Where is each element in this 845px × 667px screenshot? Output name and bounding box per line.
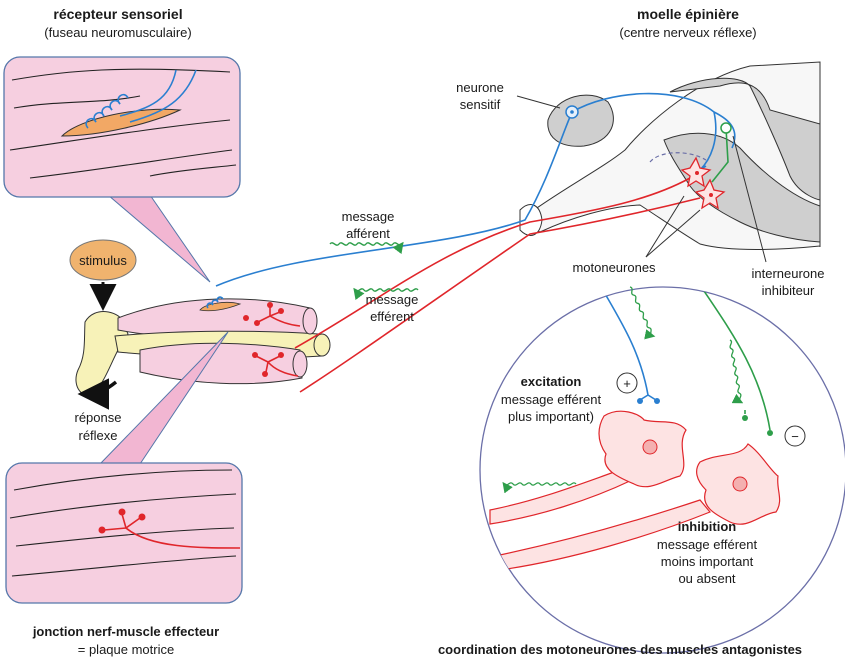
spindle-fiber bbox=[60, 108, 182, 137]
efferent-label-1: message bbox=[366, 292, 419, 307]
dorsal-root-ganglion bbox=[547, 94, 614, 147]
receptor-inset bbox=[3, 56, 241, 283]
junction-title: jonction nerf-muscle effecteur bbox=[32, 624, 219, 639]
flexor-muscle bbox=[139, 342, 303, 385]
motor-endplate-lower bbox=[252, 352, 299, 377]
excitatory-motoneuron bbox=[598, 410, 687, 488]
motor-endplate-upper bbox=[243, 302, 301, 327]
sensory-neuron-label-1: neurone bbox=[456, 80, 504, 95]
motoneuron-2 bbox=[694, 178, 726, 210]
response-arrow bbox=[77, 378, 118, 410]
ventral-horn bbox=[663, 132, 821, 243]
stimulus-group: stimulus bbox=[69, 239, 137, 311]
stimulus-badge bbox=[69, 239, 137, 281]
inhibition-line-3: ou absent bbox=[678, 571, 735, 586]
stimulus-label: stimulus bbox=[79, 253, 127, 268]
junction-panel bbox=[5, 462, 243, 604]
response-label-1: réponse bbox=[75, 410, 122, 425]
receptor-subtitle: (fuseau neuromusculaire) bbox=[44, 25, 191, 40]
inhibition-line-2: moins important bbox=[661, 554, 754, 569]
sensory-neuron-label-2: sensitif bbox=[460, 97, 501, 112]
efferent-label-2: efférent bbox=[370, 309, 414, 324]
excitation-line-1: message efférent bbox=[501, 392, 602, 407]
response-label-2: réflexe bbox=[78, 428, 117, 443]
dorsal-horn bbox=[669, 77, 821, 201]
inhibition-line-1: message efférent bbox=[657, 537, 758, 552]
excitation-title: excitation bbox=[521, 374, 582, 389]
leg-muscle-group bbox=[75, 296, 331, 410]
spinal-cord bbox=[215, 61, 821, 393]
coordination-circle: + − bbox=[479, 286, 845, 654]
interneuron-label-2: inhibiteur bbox=[762, 283, 815, 298]
inhibition-title: inhibition bbox=[678, 519, 737, 534]
spinal-cord-subtitle: (centre nerveux réflexe) bbox=[619, 25, 756, 40]
afferent-label-1: message bbox=[342, 209, 395, 224]
junction-subtitle: = plaque motrice bbox=[78, 642, 174, 657]
interneuron-label-1: interneurone bbox=[752, 266, 825, 281]
receptor-title: récepteur sensoriel bbox=[53, 6, 182, 22]
coordination-title: coordination des motoneurones des muscle… bbox=[438, 642, 802, 657]
spinal-cord-title: moelle épinière bbox=[637, 6, 739, 22]
junction-inset bbox=[5, 331, 243, 604]
efferent-wave-arrow bbox=[353, 287, 419, 301]
afferent-wave-arrow bbox=[329, 241, 404, 255]
motoneurons-label: motoneurones bbox=[572, 260, 656, 275]
plus-sign: + bbox=[623, 376, 631, 391]
excitation-line-2: plus important) bbox=[508, 409, 594, 424]
minus-sign: − bbox=[791, 429, 799, 444]
motoneuron-1 bbox=[680, 156, 712, 188]
afferent-label-2: afférent bbox=[346, 226, 390, 241]
